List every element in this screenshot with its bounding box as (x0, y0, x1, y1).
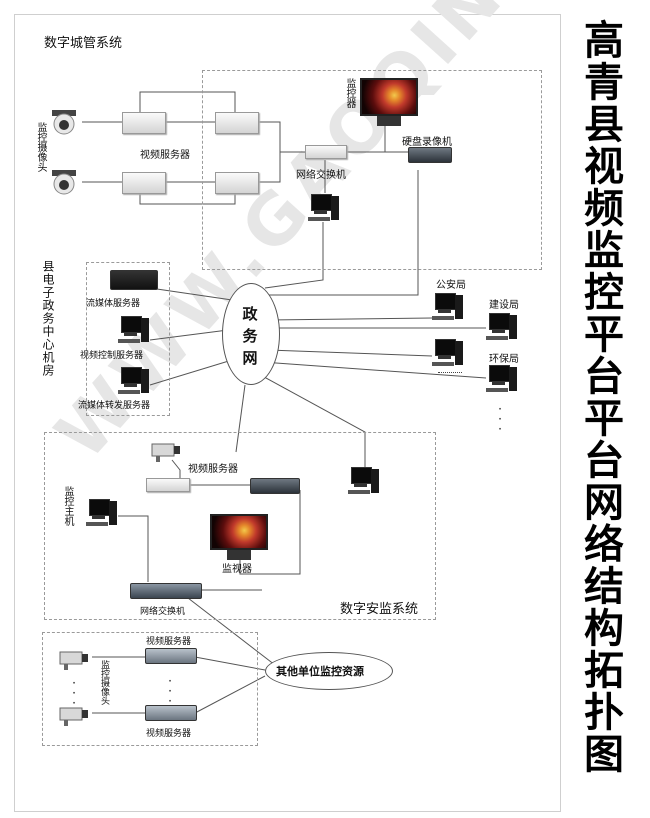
network-switch (130, 583, 202, 599)
computer-icon (432, 338, 464, 370)
computer-icon (118, 366, 150, 398)
title-char: 监 (584, 228, 624, 274)
city-monitor-label: 监控器 (344, 78, 355, 108)
title-char: 构 (584, 606, 624, 652)
computer-icon (86, 498, 118, 530)
title-char: 视 (584, 144, 624, 190)
title-char: 控 (584, 270, 624, 316)
computer-icon (118, 315, 150, 347)
safety-host-label: 监控主机 (62, 486, 73, 526)
title-char: 图 (584, 732, 624, 778)
safety-video-server-label: 视频服务器 (188, 464, 238, 475)
title-char: 平 (584, 312, 624, 358)
computer-icon (308, 193, 340, 225)
stream-server-device (110, 270, 158, 290)
video-server-dark (145, 705, 197, 721)
safety-monitor-label: 监视器 (222, 564, 252, 575)
dvr-device (408, 147, 452, 163)
dome-camera-icon (50, 168, 82, 196)
computer-icon (432, 292, 464, 324)
city-switch-label: 网络交换机 (296, 170, 346, 181)
city-video-server-label: 视频服务器 (140, 150, 190, 161)
title-char: 台 (584, 354, 624, 400)
video-server-dark (145, 648, 197, 664)
other-units-box (42, 632, 258, 746)
dome-camera-icon (50, 108, 82, 136)
city-system-label: 数字城管系统 (44, 36, 123, 51)
video-server (215, 112, 259, 134)
box-camera-icon (150, 436, 182, 464)
video-server (215, 172, 259, 194)
video-server (122, 112, 166, 134)
safety-system-box (44, 432, 436, 620)
title-char: 网 (584, 480, 624, 526)
box-camera-icon (58, 644, 90, 672)
other-units-ellipse (265, 652, 393, 690)
other-video-server-top-label: 视频服务器 (146, 637, 192, 647)
safety-system-label: 数字安监系统 (340, 602, 419, 617)
agency-police-label: 公安局 (436, 280, 466, 291)
diagram-frame (14, 14, 561, 812)
gov-network-ellipse (222, 283, 280, 385)
ellipsis-dots: ··· (498, 402, 502, 436)
title-char: 拓 (584, 648, 624, 694)
title-char: 频 (584, 186, 624, 232)
city-system-box (202, 70, 542, 270)
computer-icon (486, 312, 518, 344)
other-camera-label: 监控摄像头 (99, 660, 109, 705)
video-server (122, 172, 166, 194)
stream-forward-label: 流媒体转发服务器 (78, 401, 151, 411)
title-char: 扑 (584, 690, 624, 736)
title-char: 络 (584, 522, 624, 568)
title-char: 平 (584, 396, 624, 442)
title-char: 高 (584, 18, 624, 64)
title-char: 结 (584, 564, 624, 610)
dotted-separator (438, 372, 462, 373)
agency-environment-label: 环保局 (489, 354, 519, 365)
title-char: 青 (584, 60, 624, 106)
video-server (146, 478, 190, 492)
ellipsis-dots: ··· (72, 676, 76, 710)
other-units-label: 其他单位监控资源 (276, 665, 364, 678)
agency-construction-label: 建设局 (489, 300, 519, 311)
gov-network-label: 政务网 (242, 305, 258, 367)
stream-server-label: 流媒体服务器 (86, 299, 141, 309)
computer-icon (486, 364, 518, 396)
computer-icon (348, 466, 380, 498)
other-video-server-bottom-label: 视频服务器 (146, 729, 192, 739)
monitor-icon (360, 78, 418, 126)
title-char: 县 (584, 102, 624, 148)
dvr-label: 硬盘录像机 (402, 137, 452, 148)
safety-switch-label: 网络交换机 (140, 607, 186, 617)
center-box (86, 262, 170, 416)
video-server-dark (250, 478, 300, 494)
monitor-icon (210, 514, 268, 560)
video-control-label: 视频控制服务器 (80, 351, 144, 361)
page-title: 高青县视频监控平台平台网络结构拓扑图 (569, 20, 639, 810)
city-camera-label: 监控摄像头 (35, 122, 46, 172)
ellipsis-dots: ··· (168, 674, 172, 708)
center-label: 县电子政务中心机房 (41, 260, 55, 377)
box-camera-icon (58, 700, 90, 728)
title-char: 台 (584, 438, 624, 484)
network-switch (305, 145, 347, 159)
